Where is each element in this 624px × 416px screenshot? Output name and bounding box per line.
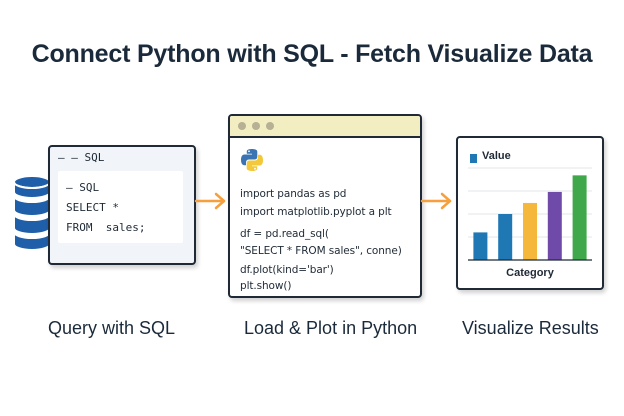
legend-swatch <box>470 154 477 163</box>
sql-panel-header: – – SQL <box>58 151 105 164</box>
bar-chart-panel: Value Category <box>456 136 604 290</box>
chart-bar <box>498 214 513 260</box>
legend-label: Value <box>482 150 511 162</box>
chart-bar <box>547 191 562 260</box>
window-titlebar <box>230 116 420 138</box>
sql-line: SELECT * <box>66 201 119 214</box>
sql-line: — SQL <box>66 181 100 194</box>
window-dot <box>252 122 260 130</box>
code-line: import matplotlib.pyplot a plt <box>240 206 392 218</box>
page-title: Connect Python with SQL - Fetch Visualiz… <box>31 40 593 68</box>
python-code-window: import pandas as pd import matplotlib.py… <box>228 114 422 298</box>
code-line: "SELECT * FROM sales", conne) <box>240 245 402 257</box>
window-dot <box>266 122 274 130</box>
sql-line: FROM sales; <box>66 221 146 234</box>
database-icon <box>13 175 51 251</box>
arrow-right-icon <box>194 192 226 210</box>
code-line: import pandas as pd <box>240 188 347 200</box>
code-line: plt.show() <box>240 280 292 292</box>
python-caption: Load & Plot in Python <box>244 318 418 338</box>
python-logo-icon <box>241 149 263 171</box>
visualize-caption: Visualize Results <box>462 318 599 338</box>
window-dot <box>238 122 246 130</box>
x-axis-label: Category <box>506 267 554 279</box>
sql-query-panel: – – SQL — SQL SELECT * FROM sales; <box>48 145 196 265</box>
sql-caption: Query with SQL <box>48 318 176 338</box>
sql-editor: — SQL SELECT * FROM sales; <box>58 171 183 243</box>
code-line: df = pd.read_sql( <box>240 228 329 240</box>
chart-bar <box>473 232 488 260</box>
chart-bar <box>572 175 587 260</box>
arrow-right-icon <box>420 192 452 210</box>
code-line: df.plot(kind='bar') <box>240 264 334 276</box>
chart-bar <box>523 202 537 260</box>
bar-chart <box>468 167 592 261</box>
